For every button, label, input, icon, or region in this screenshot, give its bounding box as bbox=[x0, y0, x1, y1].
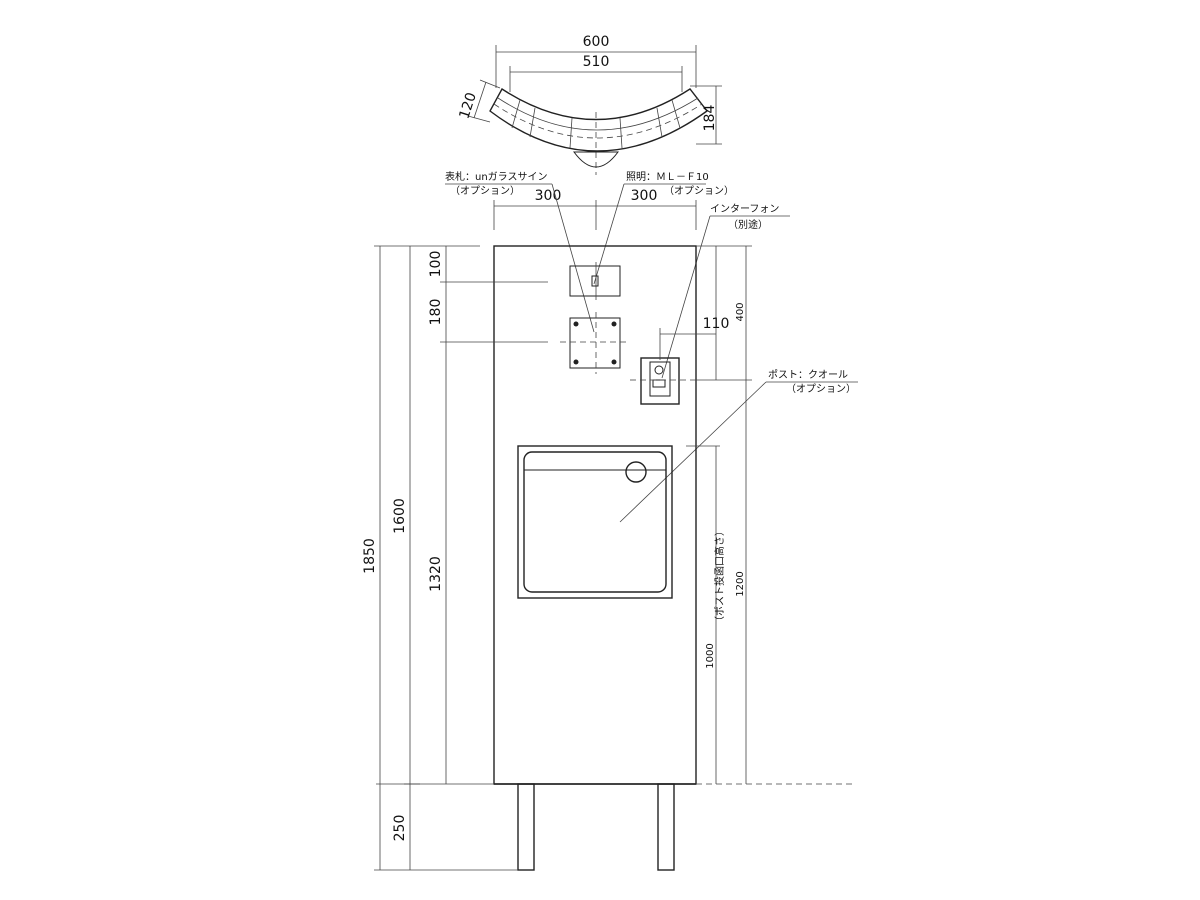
post-option: （オプション） bbox=[786, 383, 856, 395]
intercom-label: インターフォン bbox=[710, 203, 779, 215]
plan-view: 600 510 120 184 bbox=[456, 34, 722, 175]
nameplate-sign bbox=[569, 317, 621, 369]
intercom-note: （別途） bbox=[728, 218, 768, 231]
dim-1320: 1320 bbox=[428, 556, 444, 592]
right-dimensions: 110 400 1200 1000 （ポスト投函口高さ） bbox=[659, 245, 752, 784]
nameplate-option: （オプション） bbox=[450, 185, 520, 197]
dim-post-opening: 1000 bbox=[705, 643, 716, 668]
post-opening-note: （ポスト投函口高さ） bbox=[713, 526, 726, 626]
intercom bbox=[640, 357, 680, 405]
dim-intercom-offset: 400 bbox=[735, 302, 746, 321]
dim-intercom-width: 110 bbox=[703, 316, 730, 332]
dim-post-height: 1200 bbox=[735, 571, 746, 596]
plan-depth-total: 184 bbox=[702, 105, 718, 132]
top-dimensions: 300 300 bbox=[493, 188, 697, 230]
dim-body-height: 1600 bbox=[392, 498, 408, 534]
light-fixture bbox=[569, 265, 621, 297]
dim-light-offset: 100 bbox=[428, 251, 444, 278]
dim-right-half: 300 bbox=[631, 188, 658, 204]
plan-depth: 120 bbox=[456, 91, 479, 121]
plan-width-outer: 600 bbox=[583, 34, 610, 50]
callouts: 表札：unガラスサイン （オプション） 照明：ＭＬ－Ｆ10 （オプション） イン… bbox=[445, 170, 858, 523]
dim-leg-height: 250 bbox=[392, 815, 408, 842]
post-box bbox=[517, 445, 673, 599]
dim-nameplate-offset: 180 bbox=[428, 299, 444, 326]
light-label: 照明：ＭＬ－Ｆ10 bbox=[626, 171, 709, 183]
left-dimensions: 1850 1600 1320 100 180 250 bbox=[362, 245, 548, 871]
light-option: （オプション） bbox=[664, 185, 734, 197]
post-lock-icon bbox=[625, 461, 647, 483]
dim-total-height: 1850 bbox=[362, 538, 378, 574]
post-label: ポスト：クオール bbox=[768, 369, 848, 381]
elevation-body bbox=[376, 245, 856, 871]
plan-width-inner: 510 bbox=[583, 54, 610, 70]
nameplate-label: 表札：unガラスサイン bbox=[445, 170, 547, 183]
